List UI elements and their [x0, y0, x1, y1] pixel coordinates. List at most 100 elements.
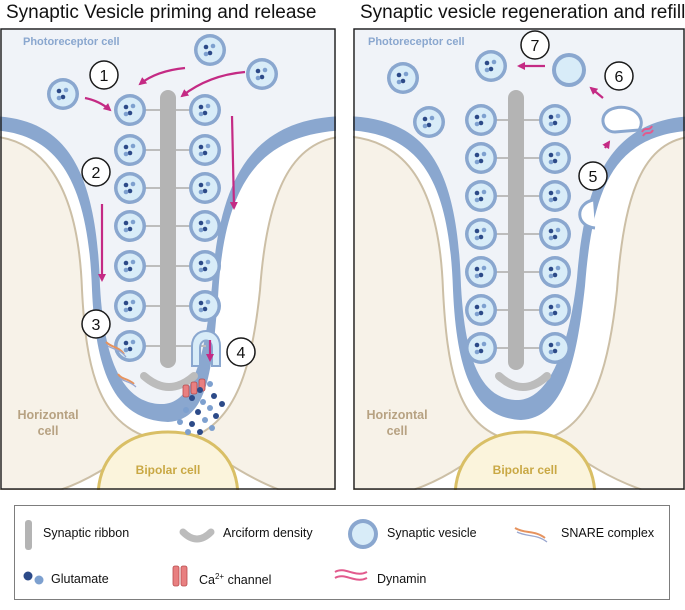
step-2-marker: 2	[81, 157, 111, 187]
synaptic-vesicle	[413, 106, 445, 138]
svg-text:3: 3	[92, 317, 101, 334]
legend: Synaptic ribbon Arciform density Synapti…	[14, 505, 670, 600]
glutamate-particle	[211, 393, 217, 399]
legend-arciform-swatch	[179, 528, 215, 543]
arrow-uncoat	[589, 86, 604, 99]
arciform-density-right	[495, 372, 551, 391]
synaptic-vesicle	[189, 210, 221, 242]
glutamate-particle	[219, 401, 225, 407]
photoreceptor-label: Photoreceptor cell	[23, 36, 120, 48]
horizontal-label-2: cell	[38, 424, 59, 438]
right-panel-border	[353, 28, 685, 490]
synaptic-vesicle	[539, 332, 571, 364]
horizontal-label-1: Horizontal	[17, 408, 78, 422]
synaptic-vesicle	[189, 134, 221, 166]
bipolar-label: Bipolar cell	[136, 463, 201, 477]
released-glutamate	[177, 381, 225, 435]
synaptic-vesicle	[114, 134, 146, 166]
synaptic-vesicle	[465, 104, 497, 136]
synaptic-vesicle	[114, 290, 146, 322]
legend-ribbon-swatch	[25, 520, 32, 550]
step-1-marker: 1	[89, 60, 119, 90]
horizontal-label-2-right: cell	[387, 424, 408, 438]
step-4-marker: 4	[226, 337, 256, 367]
horizontal-label-1-right: Horizontal	[366, 408, 427, 422]
legend-ribbon-label: Synaptic ribbon	[43, 526, 130, 540]
dynamin	[641, 125, 654, 137]
synaptic-vesicle	[189, 94, 221, 126]
arciform-density	[140, 372, 198, 391]
left-panel-border	[0, 28, 336, 490]
ca-channel	[182, 378, 206, 398]
legend-vesicle-swatch	[348, 519, 378, 549]
synaptic-vesicle	[189, 250, 221, 282]
step-3-marker: 3	[81, 309, 111, 339]
synaptic-vesicle	[114, 172, 146, 204]
arrow-vesicle-recruit-2	[180, 70, 246, 98]
svg-text:2: 2	[92, 165, 101, 182]
step-7-marker: 7	[520, 30, 550, 60]
step-6-marker: 6	[604, 61, 634, 91]
glutamate-particle	[197, 429, 203, 435]
vesicle-group-right	[387, 50, 571, 364]
legend-vesicle-label: Synaptic vesicle	[387, 526, 477, 540]
right-panel-title: Synaptic vesicle regeneration and refill	[360, 2, 685, 23]
svg-text:6: 6	[615, 69, 624, 86]
glutamate-particle	[177, 419, 183, 425]
svg-text:4: 4	[237, 345, 246, 362]
bipolar-cell	[96, 430, 240, 490]
glutamate-particle	[207, 405, 213, 411]
glutamate-particle	[185, 429, 191, 435]
arrow-vesicle-tether	[84, 96, 112, 112]
legend-dynamin-swatch	[334, 569, 368, 581]
legend-snare-label: SNARE complex	[561, 526, 655, 540]
vesicle-group	[47, 34, 278, 362]
snare-complex	[105, 341, 137, 388]
glutamate-particle	[197, 387, 203, 393]
synaptic-vesicle	[465, 180, 497, 212]
legend-snare-swatch	[514, 527, 548, 543]
synaptic-vesicle	[465, 294, 497, 326]
synaptic-vesicle	[194, 34, 226, 66]
glutamate-particle	[209, 425, 215, 431]
glutamate-particle	[207, 381, 213, 387]
synaptic-vesicle	[465, 142, 497, 174]
endocytic-pit-small	[578, 198, 596, 230]
synaptic-vesicle	[539, 180, 571, 212]
glutamate-particle	[202, 417, 208, 423]
svg-text:1: 1	[100, 68, 109, 85]
arrow-fission	[602, 140, 611, 150]
glutamate-particle	[183, 407, 189, 413]
priming-release-panel: Photoreceptor cell Horizontal cell Bipol…	[0, 28, 336, 490]
ribbon-body	[160, 90, 176, 368]
glutamate-particle	[189, 421, 195, 427]
synaptic-vesicle	[47, 78, 79, 110]
svg-text:5: 5	[589, 169, 598, 186]
svg-text:7: 7	[531, 38, 540, 55]
synaptic-vesicle	[539, 104, 571, 136]
legend-arciform-label: Arciform density	[223, 526, 313, 540]
synaptic-vesicle	[114, 210, 146, 242]
legend-ca-channel-swatch	[172, 565, 188, 587]
photoreceptor-label-right: Photoreceptor cell	[368, 36, 465, 48]
legend-glutamate-label: Glutamate	[51, 572, 109, 586]
synaptic-vesicle	[539, 218, 571, 250]
synaptic-vesicle	[189, 290, 221, 322]
synaptic-vesicle	[475, 50, 507, 82]
glutamate-particle	[189, 395, 195, 401]
glutamate-particle	[200, 399, 206, 405]
empty-vesicle	[552, 53, 586, 87]
synaptic-vesicle	[465, 218, 497, 250]
glutamate-particle	[195, 409, 201, 415]
bipolar-label-right: Bipolar cell	[493, 463, 558, 477]
endocytic-pit-large	[601, 105, 643, 134]
synaptic-vesicle	[387, 62, 419, 94]
left-panel-title: Synaptic Vesicle priming and release	[6, 2, 317, 23]
synaptic-vesicle	[539, 142, 571, 174]
legend-ca-channel-label: Ca2+ channel	[199, 572, 272, 588]
arrow-vesicle-recruit-1	[138, 66, 186, 86]
synaptic-vesicle	[465, 332, 497, 364]
step-5-marker: 5	[578, 161, 608, 191]
legend-glutamate-swatch	[23, 571, 44, 585]
arrow-ribbon-descend-right	[229, 115, 238, 210]
